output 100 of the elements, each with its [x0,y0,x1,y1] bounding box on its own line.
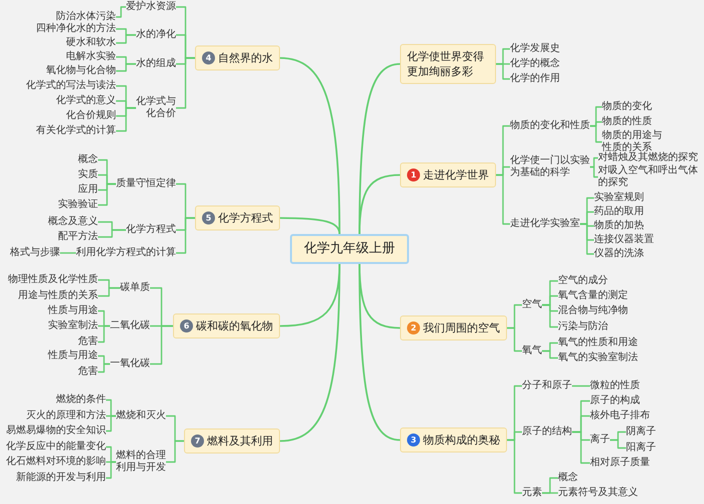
connector-line [572,431,590,464]
branch-label: 离子 [590,434,610,446]
branch-label: 氧气 [522,345,542,357]
branch-label: 燃烧和灭火 [116,410,166,422]
branch-label: 概念 [558,472,578,484]
branch-label: 混合物与纯净物 [558,305,628,317]
branch-label: 元素符号及其意义 [558,487,638,499]
branch-label: 空气的成分 [558,275,608,287]
topic-label: 碳和碳的氧化物 [196,318,273,334]
connector-line [507,439,522,494]
branch-curve [280,57,340,234]
branch-label: 一氧化碳 [110,358,150,370]
topic-label: 燃料及其利用 [207,434,273,448]
branch-label: 走进化学实验室 [510,218,580,230]
connector-line [542,304,558,328]
topic-box [400,428,507,452]
branch-label: 电解水实验 [66,51,116,63]
branch-label: 配平方法 [58,231,98,243]
connector-line [542,492,558,494]
branch-label: 用途与性质的关系 [18,290,98,302]
branch-curve [358,264,400,441]
branch-label: 物质的变化和性质 [510,120,590,132]
branch-label: 利用化学方程式的计算 [76,247,176,259]
number-badge: 4 [202,52,215,64]
branch-label: 燃料的合理利用与开发 [116,450,166,474]
connector-line [106,461,116,479]
branch-label: 新能源的开发与利用 [16,472,106,484]
branch-label: 实验验证 [58,199,98,211]
topic-box [400,44,496,84]
branch-label: 四种净化水的方法 [36,23,116,35]
topic-box [400,162,496,188]
branch-label: 化学式与化合价 [136,96,176,120]
branch-label: 对蜡烛及其燃烧的探究 [598,152,698,164]
connector-line [542,350,558,359]
branch-label: 对吸入空气和呼出气体的探究 [598,165,702,189]
connector-line [116,63,136,72]
branch-label: 危害 [78,366,98,378]
branch-label: 元素 [522,487,542,499]
branch-label: 二氧化碳 [110,320,150,332]
branch-label: 物质的性质 [602,116,652,128]
topic-box [184,428,280,454]
branch-label: 危害 [78,336,98,348]
connector-line [98,287,120,297]
branch-label: 化学方程式 [126,224,176,236]
branch-label: 防治水体污染 [56,11,116,23]
topic-label: 化学方程式 [218,210,273,226]
branch-label: 相对原子质量 [590,457,650,469]
topic-label: 自然界的水 [218,50,273,66]
branch-label: 分子和原子 [522,380,572,392]
topic-label: 走进化学世界 [423,168,489,182]
branch-label: 阳离子 [626,442,656,454]
branch-curve [280,264,340,442]
number-badge: 5 [202,212,215,224]
branch-label: 有关化学式的计算 [36,125,116,137]
branch-curve [280,217,340,234]
connector-line [590,125,602,143]
branch-label: 化石燃料对环境的影响 [6,456,106,468]
branch-label: 污染与防治 [558,321,608,333]
connector-line [98,363,110,373]
branch-label: 质量守恒定律 [116,178,176,190]
connector-line [572,385,590,387]
branch-label: 仪器的洗涤 [594,248,644,260]
topic-box [400,316,507,340]
number-badge: 7 [191,434,204,448]
topic-box [195,206,280,230]
branch-label: 实验室制法 [48,320,98,332]
branch-label: 阴离子 [626,426,656,438]
branch-label: 化学发展史 [510,43,560,55]
central-topic-box [290,234,409,264]
branch-label: 氧化物与化合物 [46,65,116,77]
branch-label: 微粒的性质 [590,380,640,392]
branch-label: 化学反应中的能量变化 [6,441,106,453]
connector-line [150,325,173,365]
number-badge: 6 [180,320,193,332]
branch-label: 氧气的性质和用途 [558,337,638,349]
branch-label: 实质 [78,169,98,181]
branch-label: 物理性质及化学性质 [8,274,98,286]
branch-label: 灭火的原理和方法 [26,410,106,422]
branch-label: 实验室规则 [594,192,644,204]
connector-line [507,327,522,352]
branch-label: 水的净化 [136,29,176,41]
branch-label: 化学使一门以实验为基础的科学 [510,155,590,179]
number-badge: 1 [407,168,420,182]
branch-label: 化合价规则 [66,110,116,122]
branch-label: 药品的取用 [594,206,644,218]
connector-line [60,252,76,254]
branch-label: 应用 [78,184,98,196]
connector-line [98,229,126,238]
branch-label: 性质与用途 [48,305,98,317]
branch-label: 空气 [522,299,542,311]
branch-label: 化学式的写法与读法 [26,80,116,92]
branch-label: 物质的变化 [602,101,652,113]
connector-line [496,63,510,80]
connector-line [98,183,116,206]
connector-line [98,325,110,343]
central-topic-label: 化学九年级上册 [304,241,395,257]
topic-label: 我们周围的空气 [423,320,500,336]
branch-label: 性质与用途 [48,350,98,362]
connector-line [106,415,116,432]
connector-line [116,6,126,18]
